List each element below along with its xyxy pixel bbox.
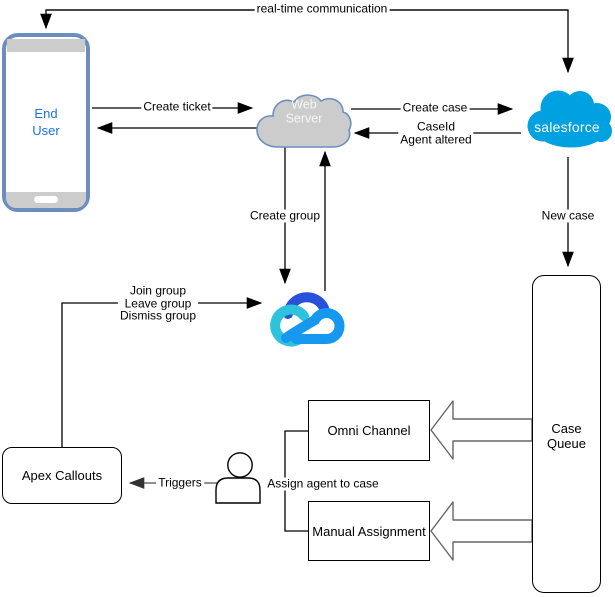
person-icon xyxy=(215,452,261,504)
block-arrow-to-manual-assignment xyxy=(430,501,533,561)
create-group-label: Create group xyxy=(247,208,323,223)
omni-channel-box: Omni Channel xyxy=(308,400,430,461)
tencent-cloud-right-loop xyxy=(281,308,345,344)
leave-group-label: Leave group xyxy=(124,295,192,310)
end-user-label: End User xyxy=(32,106,60,138)
end-user-phone: End User xyxy=(2,33,90,212)
case-response-label: CaseId Agent altered xyxy=(398,119,474,146)
tencent-cloud-icon xyxy=(270,292,345,347)
phone-home-button xyxy=(34,196,58,203)
person-head xyxy=(227,452,253,478)
salesforce-logo xyxy=(527,90,612,148)
caseid-label: CaseId xyxy=(416,119,456,134)
new-case-label: New case xyxy=(539,208,597,223)
person-body xyxy=(215,477,261,504)
agent-altered-label: Agent altered xyxy=(400,132,472,146)
triggers-label: Triggers xyxy=(156,475,204,490)
web-server-cloud xyxy=(256,94,352,148)
edge-group-ops xyxy=(61,297,263,447)
salesforce-label: salesforce xyxy=(534,119,600,135)
case-queue-box: Case Queue xyxy=(532,275,601,593)
phone-bottom-bar xyxy=(6,192,86,208)
apex-callouts-box: Apex Callouts xyxy=(2,447,122,504)
block-arrow-to-omni-channel xyxy=(430,400,533,460)
assign-agent-label: Assign agent to case xyxy=(265,476,381,491)
group-ops-label: Join group Leave group Dismiss group xyxy=(117,283,199,323)
phone-top-bar xyxy=(7,39,85,52)
web-server-label: Web Server xyxy=(285,97,323,125)
dismiss-group-label: Dismiss group xyxy=(119,308,197,323)
create-ticket-label: Create ticket xyxy=(141,99,213,114)
create-case-label: Create case xyxy=(400,100,470,115)
manual-assignment-box: Manual Assignment xyxy=(308,501,430,561)
real-time-communication-label: real-time communication xyxy=(254,1,390,16)
join-group-label: Join group xyxy=(129,283,187,298)
edge-real-time-to-salesforce xyxy=(46,9,574,74)
